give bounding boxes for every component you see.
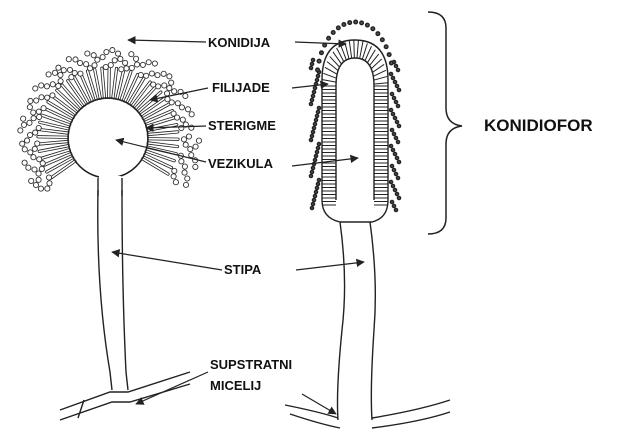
right-substrate-mycelium [285,400,450,428]
konidiofor-bracket [428,12,462,234]
leader-konidija-left [128,40,206,42]
label-filijade: FILIJADE [212,80,270,95]
label-supstratni-line2: MICELIJ [210,378,261,393]
label-sterigme: STERIGME [208,118,276,133]
left-conidiophore [18,48,202,420]
left-substrate-mycelium [60,372,190,420]
right-stipe [338,222,376,420]
leader-supstratni-right [302,394,336,414]
right-conidiophore [285,20,450,428]
leader-supstratni-left [136,372,208,404]
label-supstratni-line1: SUPSTRATNI [210,357,292,372]
label-vezikula: VEZIKULA [208,156,273,171]
label-konidiofor: KONIDIOFOR [484,116,593,136]
label-stipa: STIPA [224,262,261,277]
left-stipe [98,190,128,390]
leader-stipa-right [296,262,364,270]
label-konidija: KONIDIJA [208,35,270,50]
leader-stipa-left [112,252,222,270]
